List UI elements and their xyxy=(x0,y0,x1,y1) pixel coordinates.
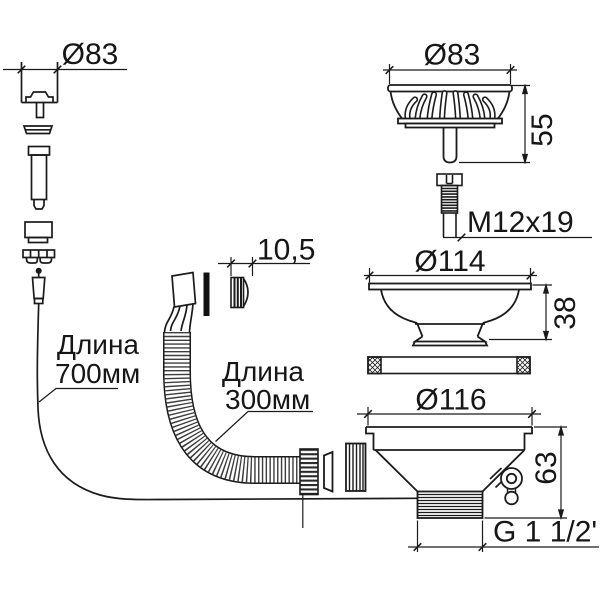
drain-body xyxy=(323,426,533,519)
outlet-thread-label: G 1 1/2' xyxy=(493,516,597,549)
overflow-cover-width-label: 10,5 xyxy=(257,234,315,267)
sink-flange xyxy=(368,282,532,347)
hose-elbow xyxy=(163,271,197,333)
pull-cable xyxy=(36,303,418,501)
cable-pin xyxy=(31,267,46,305)
hose-length-label-line1: Длина xyxy=(222,356,304,387)
bolt-thread-label: M12x19 xyxy=(467,206,574,239)
flange-height-label: 38 xyxy=(549,296,582,329)
plug-diameter-label: Ø83 xyxy=(62,38,119,71)
dimension-labels: Ø83 Ø83 55 M12x19 Ø114 38 10,5 Ø116 63 G… xyxy=(55,38,597,549)
plug-parts-stack xyxy=(20,62,59,305)
body-height-label: 63 xyxy=(530,451,563,484)
cone-washer xyxy=(323,450,334,493)
cable-length-leader xyxy=(38,387,118,403)
rubber-gasket xyxy=(367,356,531,375)
flat-gasket xyxy=(203,272,210,316)
corrugated-hose xyxy=(163,332,301,484)
flange-diameter-label: Ø114 xyxy=(414,245,485,278)
adjuster-nut xyxy=(22,249,56,264)
overflow-cover xyxy=(230,276,249,309)
cable-length-label-line2: 700мм xyxy=(55,358,140,389)
plug-stud xyxy=(27,145,51,210)
plug-cup xyxy=(24,221,53,244)
body-diameter-label: Ø116 xyxy=(415,384,486,417)
dimension-lines xyxy=(3,64,599,552)
ribbed-nut xyxy=(299,448,319,496)
cable-length-label-line1: Длина xyxy=(57,329,139,360)
hose-length-leader xyxy=(215,410,313,442)
strainer-basket xyxy=(387,84,513,164)
plug-washer xyxy=(22,125,54,135)
strainer-height-label: 55 xyxy=(526,113,559,146)
hose-length-label-line2: 300мм xyxy=(225,384,310,415)
side-inlet-thread xyxy=(345,442,367,492)
tension-screw xyxy=(489,467,523,506)
outlet-thread xyxy=(416,490,484,519)
strainer-stem xyxy=(442,127,458,164)
plug-cover xyxy=(20,62,59,119)
strainer-diameter-label: Ø83 xyxy=(424,39,481,72)
fixing-bolt xyxy=(436,173,463,237)
